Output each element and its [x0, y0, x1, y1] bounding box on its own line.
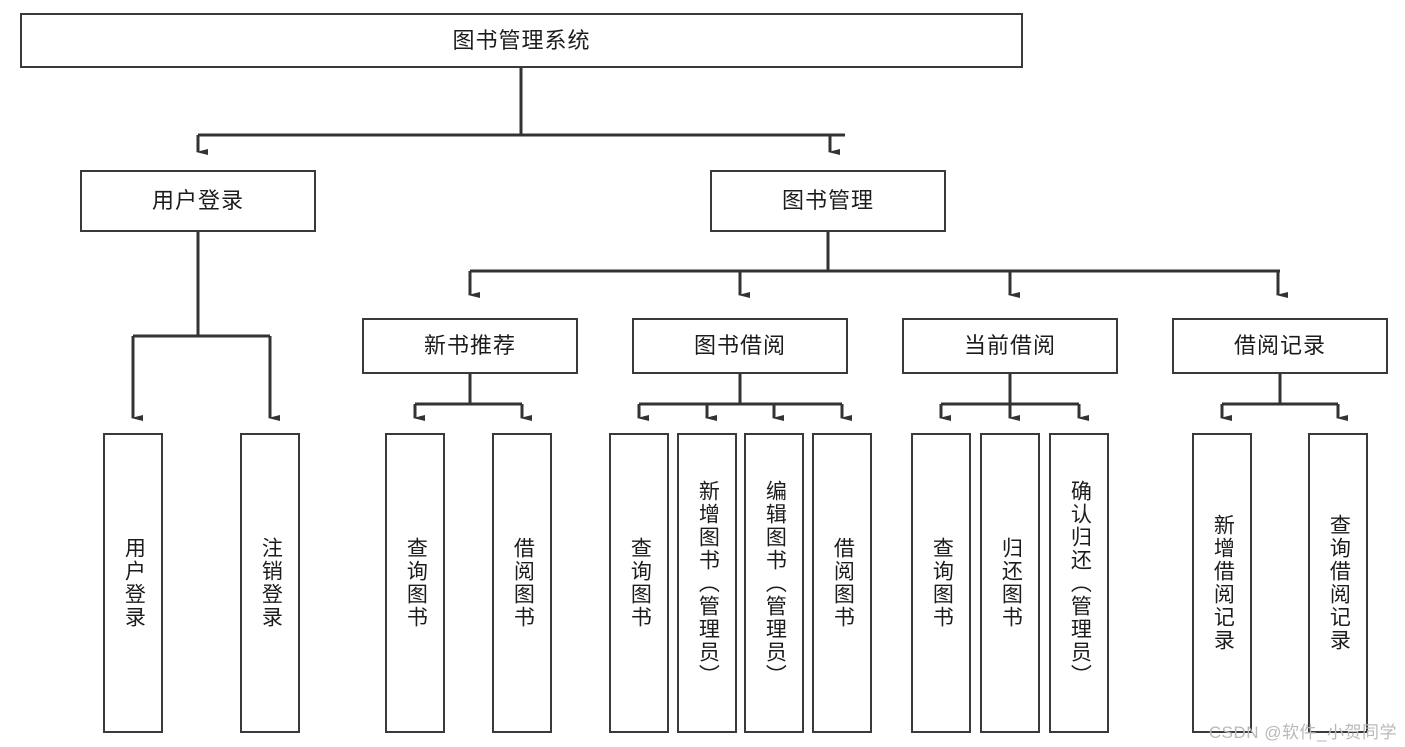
node-new-book-recommend-label: 新书推荐 — [423, 333, 516, 359]
leaf-logout-login-label: 注销登录 — [259, 537, 283, 629]
leaf-borrow-book-1-label: 借阅图书 — [511, 537, 535, 629]
leaf-edit-book-label: 编辑图书（管理员） — [763, 479, 787, 687]
leaf-query-book-3-label: 查询图书 — [930, 537, 954, 629]
leaf-confirm-return[interactable]: 确认归还（管理员） — [1049, 433, 1109, 733]
leaf-query-record-label: 查询借阅记录 — [1327, 514, 1351, 652]
leaf-user-login-label: 用户登录 — [122, 537, 146, 629]
leaf-borrow-book-2-label: 借阅图书 — [831, 537, 855, 629]
leaf-add-book-label: 新增图书（管理员） — [696, 479, 720, 687]
leaf-query-book-1-label: 查询图书 — [404, 537, 428, 629]
node-root-label: 图书管理系统 — [452, 27, 591, 53]
node-book-management-label: 图书管理 — [781, 188, 874, 214]
leaf-query-record[interactable]: 查询借阅记录 — [1308, 433, 1368, 733]
leaf-query-book-2-label: 查询图书 — [628, 537, 652, 629]
node-new-book-recommend[interactable]: 新书推荐 — [362, 318, 578, 374]
node-user-login[interactable]: 用户登录 — [80, 170, 316, 232]
node-borrow-record[interactable]: 借阅记录 — [1172, 318, 1388, 374]
node-book-borrow[interactable]: 图书借阅 — [632, 318, 848, 374]
leaf-add-record-label: 新增借阅记录 — [1211, 514, 1235, 652]
leaf-return-book[interactable]: 归还图书 — [980, 433, 1040, 733]
node-borrow-record-label: 借阅记录 — [1233, 333, 1326, 359]
node-root[interactable]: 图书管理系统 — [20, 13, 1023, 68]
node-book-management[interactable]: 图书管理 — [710, 170, 946, 232]
node-book-borrow-label: 图书借阅 — [693, 333, 786, 359]
leaf-return-book-label: 归还图书 — [999, 537, 1023, 629]
leaf-add-book[interactable]: 新增图书（管理员） — [677, 433, 737, 733]
leaf-borrow-book-1[interactable]: 借阅图书 — [492, 433, 552, 733]
watermark: CSDN @软件_小贺同学 — [1208, 723, 1397, 742]
leaf-confirm-return-label: 确认归还（管理员） — [1068, 479, 1092, 687]
leaf-add-record[interactable]: 新增借阅记录 — [1192, 433, 1252, 733]
leaf-user-login[interactable]: 用户登录 — [103, 433, 163, 733]
leaf-logout-login[interactable]: 注销登录 — [240, 433, 300, 733]
leaf-edit-book[interactable]: 编辑图书（管理员） — [744, 433, 804, 733]
leaf-query-book-3[interactable]: 查询图书 — [911, 433, 971, 733]
leaf-borrow-book-2[interactable]: 借阅图书 — [812, 433, 872, 733]
leaf-query-book-1[interactable]: 查询图书 — [385, 433, 445, 733]
node-current-borrow-label: 当前借阅 — [963, 333, 1056, 359]
node-user-login-label: 用户登录 — [151, 188, 244, 214]
node-current-borrow[interactable]: 当前借阅 — [902, 318, 1118, 374]
leaf-query-book-2[interactable]: 查询图书 — [609, 433, 669, 733]
